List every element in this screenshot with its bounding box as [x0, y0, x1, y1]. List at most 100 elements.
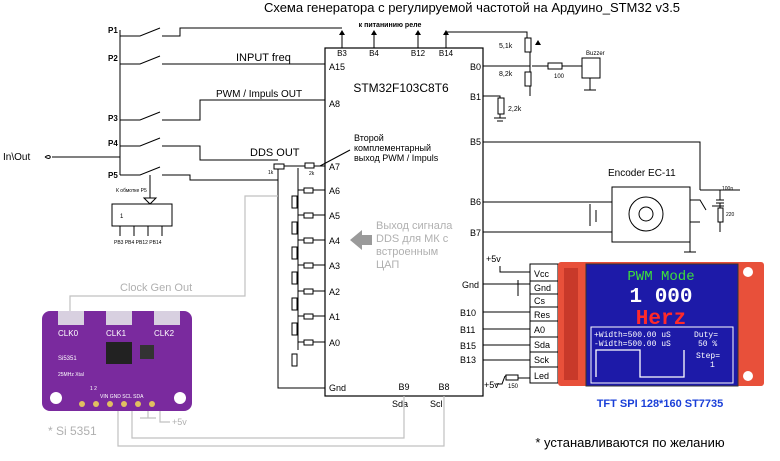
schematic-title: Схема генератора с регулируемой частотой… [264, 0, 680, 15]
coil-box [111, 203, 173, 227]
si-hole-1 [50, 392, 62, 404]
note-dac-2: DDS для МК с [376, 233, 449, 245]
screen-waveform [595, 349, 685, 378]
net-dds: DDS OUT [250, 147, 300, 159]
buzzer-label: Buzzer [586, 51, 605, 57]
top-pin-arrows [339, 30, 449, 35]
top-pin-wires [341, 32, 447, 48]
tft-pin-block: Vcc Gnd Cs Res A0 Sda Sck Led [529, 263, 559, 384]
label-p4: P4 [108, 139, 118, 148]
pot-arrow [535, 40, 541, 45]
si-chip [106, 342, 132, 364]
si-hole-2 [174, 392, 186, 404]
tft-pin-a0: A0 [534, 325, 545, 335]
label-150: 150 [508, 384, 519, 390]
pin-b9: B9 [398, 382, 409, 392]
encoder-switch [690, 199, 707, 223]
pin-b15: B15 [460, 341, 476, 351]
screen-unit: Herz [636, 308, 686, 331]
screen-step-val: 1 [710, 361, 715, 370]
pin-a4: A4 [329, 236, 340, 246]
tft-pin-gnd: Gnd [534, 283, 551, 293]
pin-a0: A0 [329, 338, 340, 348]
plus5v-si: +5v [172, 417, 187, 427]
si-clk0: CLK0 [58, 329, 79, 338]
label-2k2: 2,2k [508, 106, 522, 113]
label-p2: P2 [108, 54, 118, 63]
ladder-rs-2 [291, 221, 298, 235]
label-220: 220 [726, 212, 735, 218]
switch-p3 [120, 99, 325, 121]
pin-a7: A7 [329, 162, 340, 172]
screen-duty-val: 50 % [698, 340, 717, 349]
tft-pin-sck: Sck [534, 355, 550, 365]
ladder-rs-7 [291, 353, 298, 367]
encoder: Encoder EC-11 100n 220 [483, 141, 740, 253]
bus-sda-label: Sda [392, 399, 408, 409]
pin-gnd-left: Gnd [329, 383, 346, 393]
si-pin-labels: VIN GND SCL SDA [100, 394, 144, 400]
res-2k2 [497, 97, 505, 115]
encoder-wires [483, 141, 701, 233]
res-220 [717, 207, 724, 223]
pin-b10: B10 [460, 308, 476, 318]
coil-num: 1 [120, 214, 124, 220]
ladder-r-a1 [303, 313, 314, 320]
tft-hole-2 [743, 371, 753, 381]
pin-a8: A8 [329, 99, 340, 109]
mcu-right-pins: B0 B1 B5 B6 B7 Gnd B10 B11 B15 B13 [460, 62, 481, 365]
coil-label: К обмотке Р5 [116, 188, 147, 194]
label-p1: P1 [108, 26, 118, 35]
relay-switches: P1 P2 P3 P4 P5 [108, 26, 342, 181]
si-clk2: CLK2 [154, 329, 175, 338]
mcu-name: STM32F103C8T6 [353, 81, 449, 95]
si-clk2-pad [154, 311, 180, 325]
pin-b6: B6 [470, 197, 481, 207]
pin-a3: A3 [329, 261, 340, 271]
res-100 [547, 62, 563, 70]
pin-a1: A1 [329, 312, 340, 322]
plus5v-led: +5v [484, 380, 499, 390]
gnd-symbol-b1 [494, 117, 506, 122]
pin-b7: B7 [470, 228, 481, 238]
ladder-r-a0 [303, 339, 314, 346]
dac-arrow [350, 230, 372, 250]
tft-pin-cs: Cs [534, 296, 545, 306]
pin-a5: A5 [329, 211, 340, 221]
relay-coil: К обмотке Р5 1 PB3 PB4 PB12 PB14 [111, 175, 173, 246]
tft-hole-1 [743, 267, 753, 277]
io-connector [44, 155, 120, 159]
switch-p2 [120, 55, 325, 65]
label-p5: P5 [108, 171, 118, 180]
pin-b0: B0 [470, 62, 481, 72]
note-dac-1: Выход сигнала [376, 220, 453, 232]
net-input-freq: INPUT freq [236, 52, 291, 64]
si-nums: 1 2 [90, 386, 97, 392]
tft-header-strip [564, 268, 578, 380]
switch-p5 [120, 166, 279, 181]
screen-width-pos: +Width=500.00 uS [594, 331, 671, 340]
note-compl-1: Второй [354, 133, 384, 143]
tft-pin-sda: Sda [534, 340, 550, 350]
gnd-symbol-buzzer [584, 78, 596, 91]
tft-pin-led: Led [534, 371, 549, 381]
ladder-r-a3 [303, 262, 314, 269]
pin-b11: B11 [460, 325, 475, 335]
ladder-label-1k: 1k [268, 170, 274, 176]
ladder-rails [277, 168, 299, 360]
ladder-r-a6 [303, 187, 314, 194]
coil-legs [119, 226, 163, 236]
ladder-rs-4 [291, 271, 298, 285]
ladder-rs-1 [291, 195, 298, 209]
tft-wiring: +5v 150 +5v [483, 254, 530, 390]
pin-b4: B4 [369, 49, 379, 58]
res-8k2 [524, 71, 532, 87]
label-100n: 100n [722, 186, 733, 192]
res-5k1 [524, 37, 532, 53]
b0-b1-network: 5,1k 8,2k 2,2k 100 Buzzer [446, 31, 605, 122]
note-compl-3: выход PWM / Impuls [354, 153, 439, 163]
si-clk1-pad [106, 311, 132, 325]
label-8k2: 8,2k [499, 71, 513, 78]
coil-pins: PB3 PB4 PB12 PB14 [114, 240, 162, 246]
